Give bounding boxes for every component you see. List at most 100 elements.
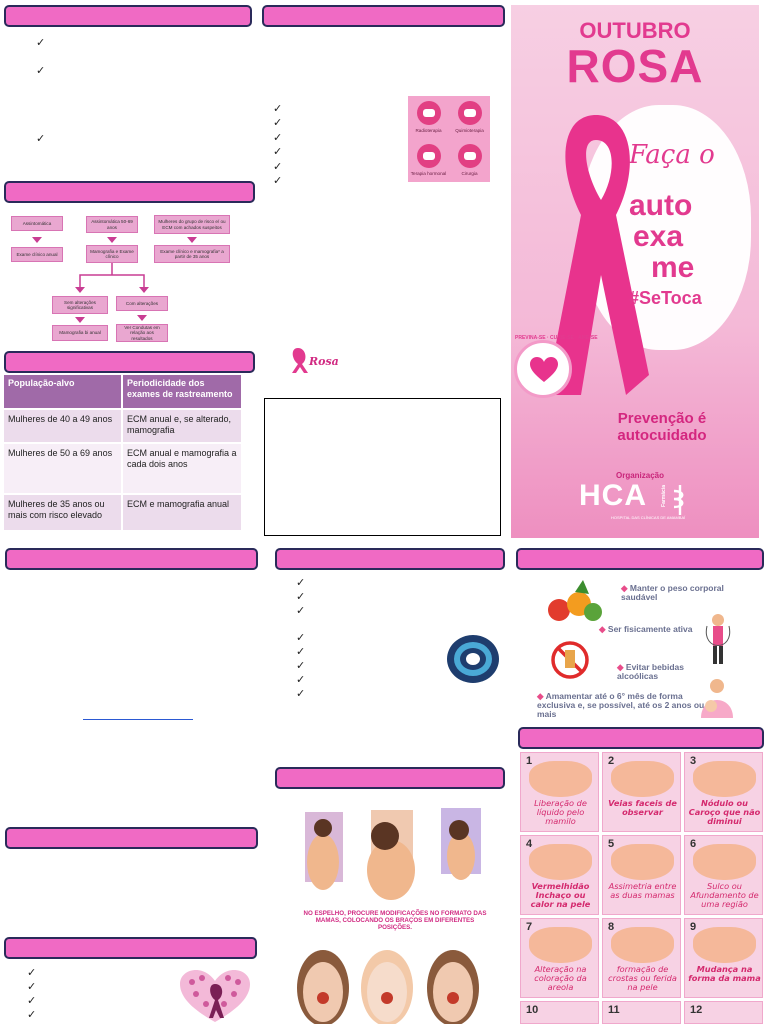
flow-box: Exame clínico anual bbox=[11, 247, 63, 262]
hormone-therapy-icon bbox=[416, 144, 441, 168]
check-item: ✓ bbox=[273, 174, 283, 188]
check-item: ✓ bbox=[27, 1008, 37, 1021]
hca-logo: HCA bbox=[579, 479, 647, 512]
sign-number: 6 bbox=[690, 838, 697, 850]
screening-table: População-alvo Periodicidade dos exames … bbox=[4, 375, 241, 530]
flow-connector bbox=[75, 263, 149, 293]
treatment-label: Terapia hormonal bbox=[410, 171, 447, 176]
sign-number: 1 bbox=[526, 755, 533, 767]
sign-card: 10 bbox=[520, 1001, 599, 1024]
check-item: ✓ bbox=[27, 980, 37, 993]
section-header-1 bbox=[4, 5, 252, 27]
check-item: ✓ bbox=[36, 36, 46, 49]
breast-icon bbox=[693, 927, 756, 963]
table-header: População-alvo bbox=[4, 375, 123, 409]
check-item: ✓ bbox=[36, 132, 46, 145]
breastfeeding-icon bbox=[701, 679, 733, 718]
arrow-down-icon bbox=[137, 315, 147, 321]
sign-number: 12 bbox=[690, 1004, 703, 1016]
flow-box: Mulheres do grupo de risco e/ ou ECM com… bbox=[154, 215, 230, 234]
table-row: Mulheres de 40 a 49 anos ECM anual e, se… bbox=[4, 408, 241, 443]
prevention-item: ◆ Evitar bebidas alcoólicas bbox=[617, 662, 685, 681]
breast-icon bbox=[611, 927, 674, 963]
breast-icon bbox=[529, 844, 592, 880]
cover-me-text: me bbox=[651, 251, 695, 284]
check-item: ✓ bbox=[27, 994, 37, 1007]
sign-number: 9 bbox=[690, 921, 697, 933]
check-item: ✓ bbox=[296, 659, 306, 672]
table-cell: ECM e mamografia anual bbox=[122, 493, 241, 530]
treatment-image: Radioterapia Quimioterapia Terapia hormo… bbox=[408, 96, 490, 182]
check-item: ✓ bbox=[296, 645, 306, 658]
table-cell: ECM anual e, se alterado, mamografia bbox=[122, 408, 241, 443]
checklist-4: ✓ ✓ ✓ ✓ bbox=[27, 966, 36, 1022]
table-row: Mulheres de 35 anos ou mais com risco el… bbox=[4, 493, 241, 530]
hca-subtitle: HOSPITAL DAS CLÍNICAS DE AMAMBAÍ bbox=[611, 515, 686, 520]
chemotherapy-icon bbox=[457, 101, 482, 125]
table-cell: Mulheres de 40 a 49 anos bbox=[4, 408, 123, 443]
sign-number: 2 bbox=[608, 755, 615, 767]
section-header-4 bbox=[5, 548, 258, 570]
breast-icon bbox=[693, 844, 756, 880]
sign-number: 11 bbox=[608, 1004, 620, 1016]
arrow-down-icon bbox=[187, 237, 197, 243]
self-exam-illustration bbox=[293, 806, 493, 1024]
sign-number: 5 bbox=[608, 838, 615, 850]
check-item: ✓ bbox=[296, 590, 306, 603]
check-item: ✓ bbox=[296, 604, 306, 617]
checklist-3: ✓ ✓ ✓ ✓ ✓ ✓ ✓ ✓ bbox=[296, 576, 305, 701]
flow-box: Assintomática bbox=[11, 216, 63, 231]
check-item: ✓ bbox=[27, 966, 37, 979]
flow-box: Assintomática 50-69 anos bbox=[86, 216, 138, 233]
check-item: ✓ bbox=[273, 145, 283, 159]
breast-exam-image bbox=[297, 950, 479, 1024]
flow-box: Sem alterações significativas bbox=[52, 296, 108, 314]
sign-text: Assimetria entre as duas mamas bbox=[608, 881, 677, 900]
section-header-table bbox=[4, 351, 255, 373]
prevention-item: ◆ Amamentar até o 6° mês de forma exclus… bbox=[537, 691, 705, 719]
sign-text: Sulco ou Afundamento de uma região bbox=[690, 881, 759, 909]
heart-icon bbox=[530, 357, 558, 382]
logo-text: Rosa bbox=[308, 355, 338, 368]
sign-number: 10 bbox=[526, 1004, 539, 1016]
treatment-label: Radioterapia bbox=[415, 128, 442, 133]
breast-icon bbox=[693, 761, 756, 797]
checklist-2: ✓ ✓ ✓ ✓ ✓ ✓ bbox=[273, 102, 282, 188]
jump-rope-icon bbox=[705, 614, 731, 664]
treatment-label: Cirurgia bbox=[461, 171, 478, 176]
table-row: Mulheres de 50 a 69 anos ECM anual e mam… bbox=[4, 442, 241, 494]
prevention-infographic: ◆ Manter o peso corporal saudável ◆ Ser … bbox=[517, 574, 763, 724]
sign-card: 11 bbox=[602, 1001, 681, 1024]
breast-icon bbox=[611, 844, 674, 880]
sign-text: Alteração na coloração da areola bbox=[534, 964, 587, 992]
arrow-down-icon bbox=[75, 317, 85, 323]
cover-hashtag: #SeToca bbox=[629, 288, 702, 308]
arrow-down-icon bbox=[107, 237, 117, 243]
section-header-flowchart bbox=[4, 181, 255, 203]
sign-text: Liberação de líquido pelo mamilo bbox=[534, 798, 587, 826]
sign-number: 4 bbox=[526, 838, 533, 850]
breast-icon bbox=[529, 761, 592, 797]
flow-box: Mamografia bi anual bbox=[52, 325, 108, 341]
breast-icon bbox=[529, 927, 592, 963]
sign-number: 8 bbox=[608, 921, 615, 933]
check-item: ✓ bbox=[273, 102, 283, 115]
table-cell: ECM anual e mamografia a cada dois anos bbox=[122, 442, 241, 494]
flow-box: Ver Condutas em relação aos resultados bbox=[116, 324, 168, 342]
cover-title-rosa: ROSA bbox=[566, 40, 704, 92]
section-header-5 bbox=[275, 548, 505, 570]
link-underline[interactable] bbox=[83, 719, 193, 720]
vegetables-icon bbox=[548, 580, 602, 621]
cover-poster: OUTUBRO ROSA Faça o auto exa me #SeToca … bbox=[511, 5, 759, 538]
sign-text: Vermelhidão Inchaço ou calor na pele bbox=[530, 881, 591, 909]
flow-box: Com alterações bbox=[116, 296, 168, 311]
cover-auto-text: auto bbox=[629, 189, 693, 222]
sign-number: 7 bbox=[526, 921, 533, 933]
breast-icon bbox=[611, 761, 674, 797]
